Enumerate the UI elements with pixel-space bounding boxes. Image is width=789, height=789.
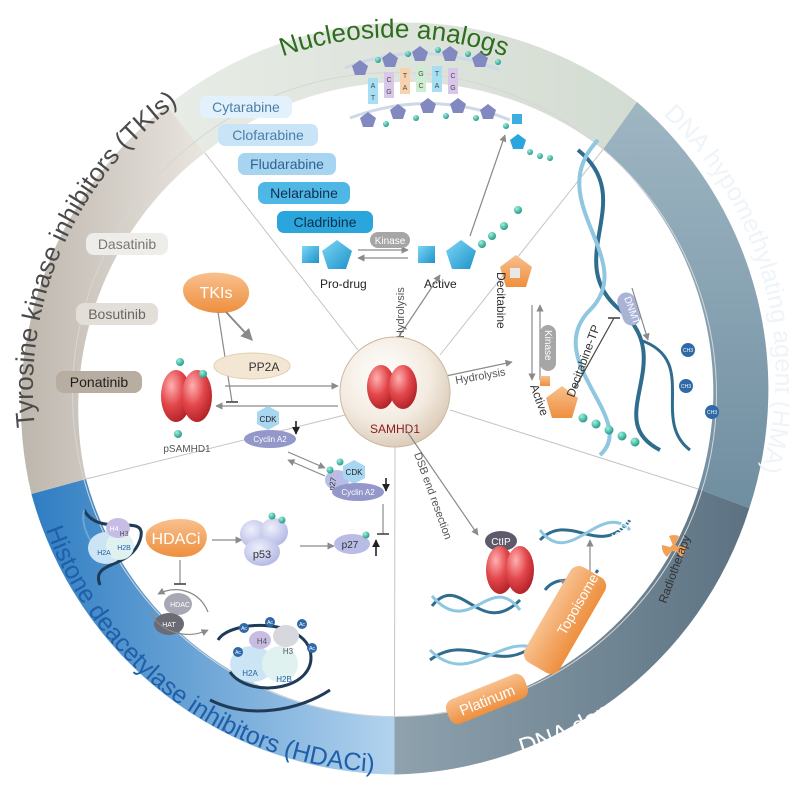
p27-cdk-complex: p27 CDK Cyclin A2 <box>287 451 390 535</box>
base-0: A <box>371 83 376 90</box>
h3-label-2: H3 <box>283 647 294 656</box>
ac-1: Ac <box>241 626 247 632</box>
cdk-label-1: CDK <box>260 415 278 424</box>
band-tki <box>20 106 205 494</box>
prodrug-activation: Pro-drug Kinase Active Hydrolysis <box>302 134 522 339</box>
ctip-label: CtIP <box>491 537 511 548</box>
h2a-label-2: H2A <box>242 669 258 678</box>
drug-nelarabine: Nelarabine <box>270 185 338 201</box>
active-label-nuc: Active <box>424 277 457 291</box>
h4-label-1: H4 <box>110 526 119 533</box>
drug-ponatinib: Ponatinib <box>70 374 129 390</box>
ch3-3: CH3 <box>707 410 717 416</box>
samhd1-label: SAMHD1 <box>370 422 420 436</box>
radiation-icon <box>661 535 687 557</box>
prodrug-square <box>302 246 319 263</box>
p27-label-1: p27 <box>327 476 338 491</box>
drug-cladribine: Cladribine <box>293 214 356 230</box>
band-nucleoside <box>166 22 637 153</box>
prodrug-pentagon <box>322 240 352 269</box>
drug-clofarabine: Clofarabine <box>232 127 304 143</box>
p53-label: p53 <box>253 549 271 561</box>
hma-section: CH3 CH3 CH3 DNMT Decitabine Kinase Activ… <box>445 138 719 457</box>
ch3-2: CH3 <box>681 384 691 390</box>
dsb-label: DSB end resection <box>411 451 454 541</box>
hdaci-label: HDACi <box>152 531 201 548</box>
base-6: G <box>418 71 423 78</box>
pp2a-label: PP2A <box>249 360 280 374</box>
base-10: C <box>450 73 455 80</box>
nucleoside-drug-list: Cytarabine Clofarabine Fludarabine Nelar… <box>200 96 373 233</box>
kinase-label-hma: Kinase <box>542 330 553 361</box>
tkis-label: TKIs <box>200 285 233 302</box>
drug-dasatinib: Dasatinib <box>98 236 157 252</box>
sector-dividers <box>85 148 699 717</box>
kinase-label-nuc: Kinase <box>375 236 406 247</box>
base-11: G <box>450 85 455 92</box>
dna-ladder-graphic: A T C G T A G C T A C G <box>344 46 553 161</box>
psamhd1-label: pSAMHD1 <box>163 444 211 455</box>
hat-label: HAT <box>162 622 176 629</box>
h4-label-2: H4 <box>257 637 268 646</box>
hdaci-section: H2A H2B H4 H3 HDACi HDAC HAT H2A H2B H4 … <box>82 509 380 713</box>
p27-label-2: p27 <box>342 540 359 551</box>
h2b-label-2: H2B <box>276 675 292 684</box>
base-4: T <box>403 73 408 80</box>
hydrolysis-label-hma: Hydrolysis <box>454 366 507 387</box>
base-8: T <box>435 71 440 78</box>
samhd1-center: SAMHD1 <box>339 336 451 448</box>
hdac-label: HDAC <box>170 602 190 609</box>
active-square <box>418 246 435 263</box>
drug-fludarabine: Fludarabine <box>250 156 324 172</box>
tki-section: Dasatinib Bosutinib Ponatinib TKIs PP2A … <box>56 233 339 455</box>
ac-5: Ac <box>309 646 315 652</box>
drug-bosutinib: Bosutinib <box>88 306 146 322</box>
base-1: T <box>371 95 376 102</box>
cyclin-label-1: Cyclin A2 <box>253 435 287 444</box>
ac-3: Ac <box>299 622 305 628</box>
h3-label-1: H3 <box>120 531 129 538</box>
hydrolysis-label-nuc: Hydrolysis <box>395 287 407 338</box>
drug-cytarabine: Cytarabine <box>212 99 280 115</box>
h2b-label-1: H2B <box>117 545 131 552</box>
base-5: A <box>403 85 408 92</box>
ac-4: Ac <box>235 650 241 656</box>
ac-2: Ac <box>267 620 273 626</box>
ch3-1: CH3 <box>683 348 693 354</box>
cdk-label-2: CDK <box>346 468 364 477</box>
decitabine-label: Decitabine <box>494 272 508 329</box>
prodrug-label: Pro-drug <box>320 277 367 291</box>
h2a-label-1: H2A <box>97 550 111 557</box>
band-hma <box>603 102 769 509</box>
active-pentagon <box>446 240 476 269</box>
base-9: A <box>435 83 440 90</box>
base-7: C <box>418 83 423 90</box>
base-2: C <box>386 77 391 84</box>
base-3: G <box>386 89 391 96</box>
decitabine-tp-label: Decitabine-TP <box>564 323 603 399</box>
band-hdaci <box>31 479 395 775</box>
cyclin-label-2: Cyclin A2 <box>341 488 375 497</box>
